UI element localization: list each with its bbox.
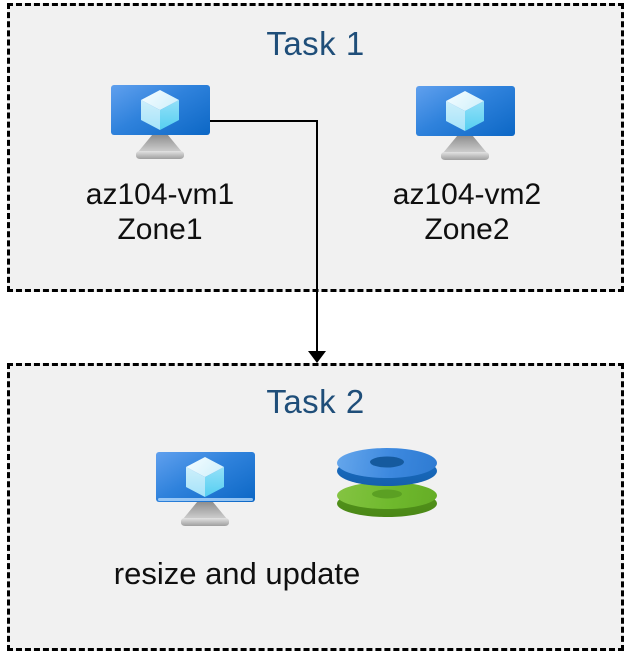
vm2-zone: Zone2 <box>424 213 510 246</box>
virtual-machine-icon <box>156 452 255 526</box>
vm1-zone: Zone1 <box>117 213 203 246</box>
monitor-base <box>181 518 229 526</box>
task2-caption: resize and update <box>113 556 361 591</box>
connector-line-vertical <box>316 120 318 352</box>
vm1-label: az104-vm1 Zone1 <box>86 177 234 247</box>
vm1-name: az104-vm1 <box>85 178 235 211</box>
vm2-label: az104-vm2 Zone2 <box>393 177 541 247</box>
vm2-name: az104-vm2 <box>392 178 542 211</box>
disk-green <box>337 482 437 517</box>
virtual-machine-icon <box>416 86 515 160</box>
task2-box: Task 2 <box>7 363 624 651</box>
task1-title: Task 1 <box>266 25 365 62</box>
monitor-screen <box>111 85 210 135</box>
monitor-base <box>441 152 489 160</box>
azure-cube-icon <box>186 457 224 497</box>
arrow-down-icon <box>308 351 326 363</box>
disk-blue <box>337 448 437 486</box>
azure-cube-icon <box>141 90 179 130</box>
task1-box: Task 1 <box>7 3 624 292</box>
azure-cube-icon <box>446 91 484 131</box>
monitor-screen <box>416 86 515 136</box>
managed-disks-icon <box>337 448 441 518</box>
virtual-machine-icon <box>111 85 210 159</box>
task2-title: Task 2 <box>266 383 365 420</box>
connector-line-horizontal <box>210 120 318 122</box>
monitor-screen <box>156 452 255 502</box>
monitor-stand <box>138 135 182 152</box>
monitor-base <box>136 151 184 159</box>
monitor-stand <box>183 502 227 519</box>
monitor-stand <box>443 136 487 153</box>
